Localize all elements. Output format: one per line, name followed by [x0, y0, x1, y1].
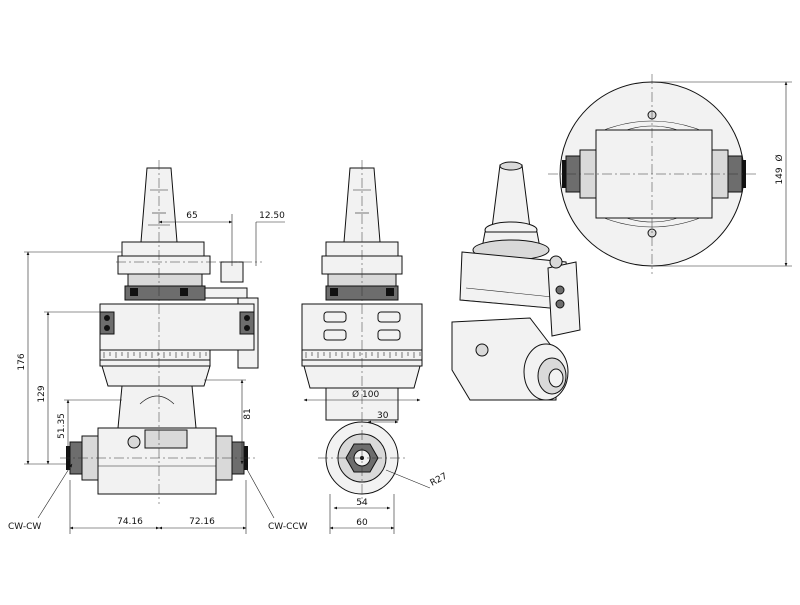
dim-r27-label: R27	[429, 472, 449, 489]
front-view-dimensions: 65 12.50 176 129 51.35 81 74.16 72.16 CW…	[8, 211, 308, 534]
dim-12-50-label: 12.50	[259, 211, 285, 221]
dim-diameter-symbol: Ø	[352, 389, 359, 400]
dim-60-label: 60	[356, 518, 368, 528]
flange-collar	[127, 273, 203, 287]
rotation-label-cw-ccw: CW-CCW	[268, 522, 308, 532]
top-view	[548, 74, 756, 274]
isometric-view	[451, 161, 581, 401]
dim-129-label: 129	[37, 385, 47, 402]
front-view	[60, 160, 262, 504]
iso-taper-shank	[491, 164, 531, 229]
rotation-label-cw-cw: CW-CW	[8, 522, 41, 532]
dim-65-label: 65	[186, 211, 197, 221]
top-view-dimensions: Ø 149	[652, 81, 792, 267]
lower-ring	[101, 365, 211, 387]
neck	[117, 385, 197, 429]
main-body	[99, 303, 255, 351]
stop-bracket	[204, 287, 248, 299]
angle-scale	[99, 349, 211, 367]
dim-176-label: 176	[17, 353, 27, 370]
dim-54-label: 54	[356, 498, 368, 508]
dim-51-35-label: 51.35	[57, 413, 67, 439]
dim-diameter-symbol-top: Ø	[774, 154, 785, 161]
dim-74-16-label: 74.16	[117, 517, 143, 527]
flange-groove	[117, 255, 211, 275]
flange-top	[121, 241, 205, 257]
dim-100-label: 100	[362, 390, 379, 400]
side-view	[301, 160, 423, 504]
dim-149-label: 149	[775, 167, 785, 184]
dim-81-label: 81	[243, 408, 253, 419]
iso-side-clamp	[547, 261, 581, 337]
spindle-housing	[97, 427, 217, 495]
dim-30-label: 30	[377, 411, 389, 421]
dim-72-16-label: 72.16	[189, 517, 215, 527]
